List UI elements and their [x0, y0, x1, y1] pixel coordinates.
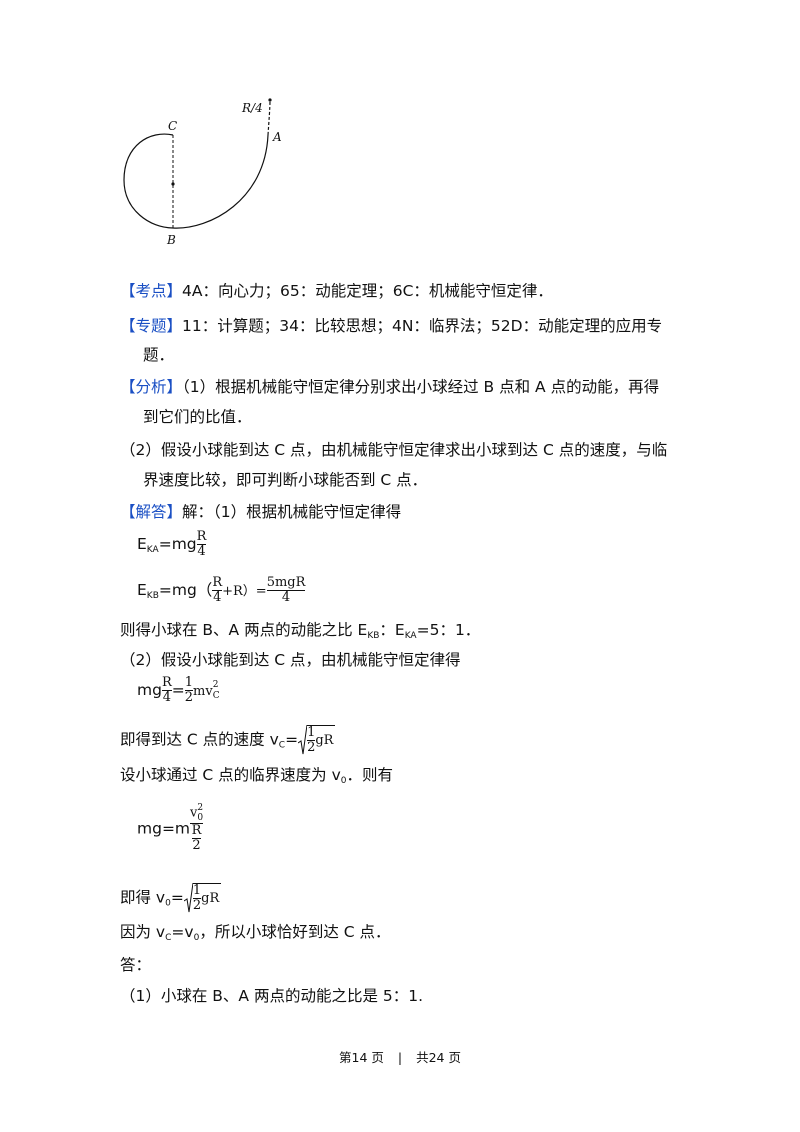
ekb-eq: =mg（ — [158, 581, 213, 599]
crit-line: 设小球通过 C 点的临界速度为 v0．则有 — [120, 766, 394, 786]
top-dot — [268, 98, 272, 102]
answer-label: 答： — [120, 956, 152, 974]
zhuanti-line: 【专题】11：计算题；34：比较思想；4N：临界法；52D：动能定理的应用专 — [120, 316, 662, 336]
part2-line: （2）假设小球能到达 C 点，由机械能守恒定律得 — [120, 651, 461, 669]
jieda-text: 解：（1）根据机械能守恒定律得 — [182, 503, 402, 521]
answer-line1: （1）小球在 B、A 两点的动能之比是 5：1. — [120, 987, 424, 1005]
ekb-sub: KB — [146, 591, 159, 601]
footer-page: 第14 页 — [339, 1050, 384, 1065]
fenxi-tag: 【分析】 — [120, 378, 183, 396]
fenxi-line2: 到它们的比值． — [143, 408, 252, 426]
center-dot — [171, 182, 175, 186]
kaodian-text: 4A：向心力；65：动能定理；6C：机械能守恒定律． — [182, 282, 553, 300]
footer-sep: | — [397, 1050, 403, 1065]
track-curve — [123, 133, 269, 229]
zhuanti-line2: 题． — [143, 346, 175, 364]
label-a: A — [272, 130, 282, 144]
zhuanti-text: 11：计算题；34：比较思想；4N：临界法；52D：动能定理的应用专 — [182, 317, 663, 335]
zhuanti-tag: 【专题】 — [120, 317, 183, 335]
eka-eq: =mg — [158, 535, 197, 553]
footer-total: 共24 页 — [416, 1050, 461, 1065]
track-diagram: R/4 A C B — [123, 98, 282, 247]
fenxi-text: （1）根据机械能守恒定律分别求出小球经过 B 点和 A 点的动能，再得 — [182, 378, 660, 396]
label-r4: R/4 — [241, 101, 263, 115]
kaodian-line: 【考点】4A：向心力；65：动能定理；6C：机械能守恒定律． — [120, 281, 553, 301]
eka-sub: KA — [146, 545, 159, 555]
fenxi-line: 【分析】（1）根据机械能守恒定律分别求出小球经过 B 点和 A 点的动能，再得 — [120, 377, 659, 397]
label-c: C — [168, 119, 177, 133]
ratio-line: 则得小球在 B、A 两点的动能之比 EKB：EKA=5：1． — [120, 621, 481, 641]
eka-e: E — [137, 535, 147, 553]
jieda-line: 【解答】解：（1）根据机械能守恒定律得 — [120, 502, 401, 522]
fenxi-line3: （2）假设小球能到达 C 点，由机械能守恒定律求出小球到达 C 点的速度，与临 — [120, 441, 668, 459]
fenxi-line4: 界速度比较，即可判断小球能否到 C 点． — [143, 471, 428, 489]
label-b: B — [166, 233, 176, 247]
kaodian-tag: 【考点】 — [120, 282, 183, 300]
page-footer: 第14 页 | 共24 页 — [0, 1047, 800, 1066]
quarter-arc-dashed — [267, 99, 271, 136]
ekb-plus: +R）= — [222, 584, 267, 599]
because-line: 因为 vC=v0，所以小球恰好到达 C 点． — [120, 923, 391, 943]
jieda-tag: 【解答】 — [120, 503, 183, 521]
ekb-e: E — [137, 581, 147, 599]
